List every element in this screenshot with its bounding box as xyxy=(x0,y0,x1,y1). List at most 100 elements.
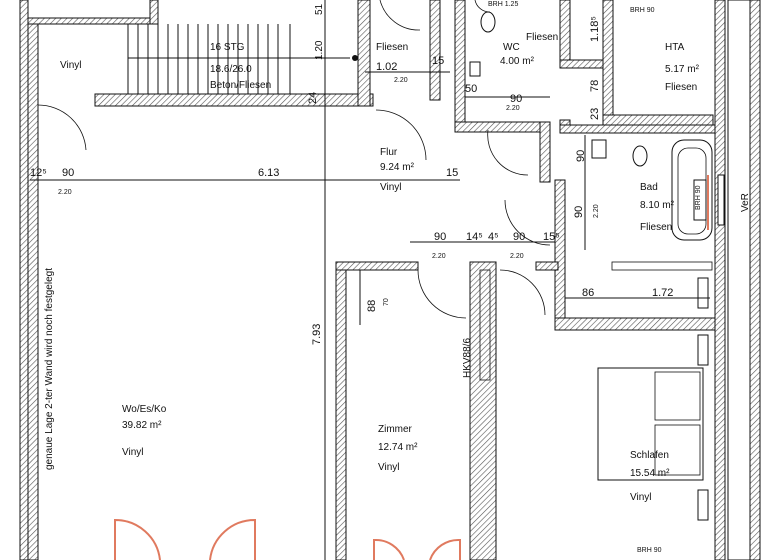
label-brh-bad: BRH 90 xyxy=(695,185,702,210)
terrace-doors xyxy=(114,518,461,560)
label-wo-name: Wo/Es/Ko xyxy=(122,404,167,415)
label-brh-top: BRH 90 xyxy=(630,7,655,14)
label-bad-floor: Fliesen xyxy=(640,222,672,233)
fixtures xyxy=(469,11,713,521)
hkv-column xyxy=(479,269,491,381)
dim-86: 86 xyxy=(582,287,594,299)
window-bad xyxy=(717,174,725,226)
schlafen-radiator xyxy=(697,334,709,366)
doors xyxy=(37,0,551,319)
label-stair-size: 18.6/26.0 xyxy=(210,64,252,75)
note-labels: genaue Lage 2-ter Wand wird noch festgel… xyxy=(44,1,751,554)
label-ver: VeR xyxy=(740,193,751,212)
wall-bad-bottom xyxy=(554,317,716,331)
bed-pillow-1 xyxy=(654,371,701,421)
label-brh-wc: BRH 1.25 xyxy=(488,1,518,8)
dim-15-a: 15 xyxy=(446,167,458,179)
label-hta-name: HTA xyxy=(665,42,685,53)
dim-15-b: 15 xyxy=(432,55,444,67)
dim-50: 50 xyxy=(465,83,477,95)
dim-220-e: 2.20 xyxy=(510,253,524,260)
wall-wc-bottom xyxy=(454,121,546,133)
walls xyxy=(19,0,761,560)
dim-220-a: 2.20 xyxy=(58,189,72,196)
label-bad-name: Bad xyxy=(640,182,658,193)
dim-220-b: 2.20 xyxy=(394,77,408,84)
label-wc-floor: Fliesen xyxy=(526,32,558,43)
schlafen-radiator-2 xyxy=(697,489,709,521)
wall-wc-right xyxy=(559,0,571,66)
label-schlafen-floor: Vinyl xyxy=(630,492,652,503)
wall-hall-stub xyxy=(535,261,559,271)
dim-220-d: 2.20 xyxy=(432,253,446,260)
stair xyxy=(127,24,358,94)
dim-90-a: 90 xyxy=(62,167,74,179)
dim-613: 6.13 xyxy=(258,167,279,179)
label-stair-material: Beton/Fliesen xyxy=(210,80,271,91)
wall-bath-corner xyxy=(539,121,551,183)
label-flur-floor: Vinyl xyxy=(380,182,402,193)
bed xyxy=(597,367,704,481)
terrace-door-zimmer-a xyxy=(373,538,405,560)
dim-4: 4⁵ xyxy=(488,231,499,243)
door-arc-fliesen xyxy=(379,0,421,31)
bathtub xyxy=(671,139,713,241)
door-arc-bad xyxy=(504,199,551,246)
wall-left-outer xyxy=(19,0,29,560)
toilet-wc xyxy=(480,11,496,33)
wall-bath-top xyxy=(559,124,721,134)
door-arc-wo-top xyxy=(37,104,87,151)
label-wo-area: 39.82 m² xyxy=(122,420,162,431)
label-fliesen-mid: Fliesen xyxy=(376,42,408,53)
sink-bad xyxy=(591,139,607,159)
dim-118: 1.18⁵ xyxy=(589,16,601,42)
label-schlafen-name: Schlafen xyxy=(630,450,669,461)
label-brh-bottom: BRH 90 xyxy=(637,547,662,554)
stair-direction-dot xyxy=(352,55,358,61)
label-stair-dim-top: 51 xyxy=(314,3,325,15)
label-zimmer-area: 12.74 m² xyxy=(378,442,418,453)
wall-wc-left xyxy=(429,0,441,101)
dim-793: 7.93 xyxy=(311,324,323,345)
sink-wc xyxy=(469,61,481,77)
label-wc-name: WC xyxy=(503,42,520,53)
dim-24: 24 xyxy=(307,92,319,104)
door-arc-zimmer xyxy=(417,269,467,319)
label-hta-floor: Fliesen xyxy=(665,82,697,93)
dim-90-b: 90 xyxy=(510,93,522,105)
dim-70: 70 xyxy=(383,298,390,306)
toilet-bad xyxy=(632,145,648,167)
dim-90-d: 90 xyxy=(513,231,525,243)
label-stair-steps: 16 STG xyxy=(210,42,245,53)
label-stair-dim: 1.20 xyxy=(314,40,325,60)
label-flur-name: Flur xyxy=(380,147,398,158)
bad-radiator xyxy=(697,277,709,309)
wall-right-insulation xyxy=(727,0,751,560)
wall-hta-bottom xyxy=(602,114,714,126)
wall-zimmer-left xyxy=(335,261,347,560)
dim-23: 23 xyxy=(589,108,601,120)
door-arc-flur xyxy=(375,109,427,161)
dim-220-c: 2.20 xyxy=(506,105,520,112)
label-wc-area: 4.00 m² xyxy=(500,56,535,67)
dim-90-bad-top: 90 xyxy=(575,150,587,162)
dimension-labels: 12⁵ 90 2.20 6.13 15 1.02 2.20 15 50 90 2… xyxy=(30,16,673,345)
wall-stair-bottom xyxy=(94,93,374,107)
label-bad-area: 8.10 m² xyxy=(640,200,675,211)
bathtub-inner xyxy=(677,147,707,235)
dim-90-c: 90 xyxy=(434,231,446,243)
wall-wc-left2 xyxy=(454,0,466,131)
label-vinyl-left: Vinyl xyxy=(60,60,82,71)
wall-top-stub xyxy=(149,0,159,25)
wall-left-inner xyxy=(27,17,39,560)
wall-stair-right xyxy=(357,0,371,107)
bed-pillow-2 xyxy=(654,424,701,476)
terrace-door-left-a xyxy=(114,518,161,560)
wall-hta-left xyxy=(602,0,614,121)
wall-zimmer-top xyxy=(335,261,419,271)
wall-top-left xyxy=(27,17,159,25)
door-arc-wc xyxy=(487,129,529,176)
dim-78: 78 xyxy=(589,80,601,92)
windows xyxy=(693,174,725,230)
label-wo-floor: Vinyl xyxy=(122,447,144,458)
